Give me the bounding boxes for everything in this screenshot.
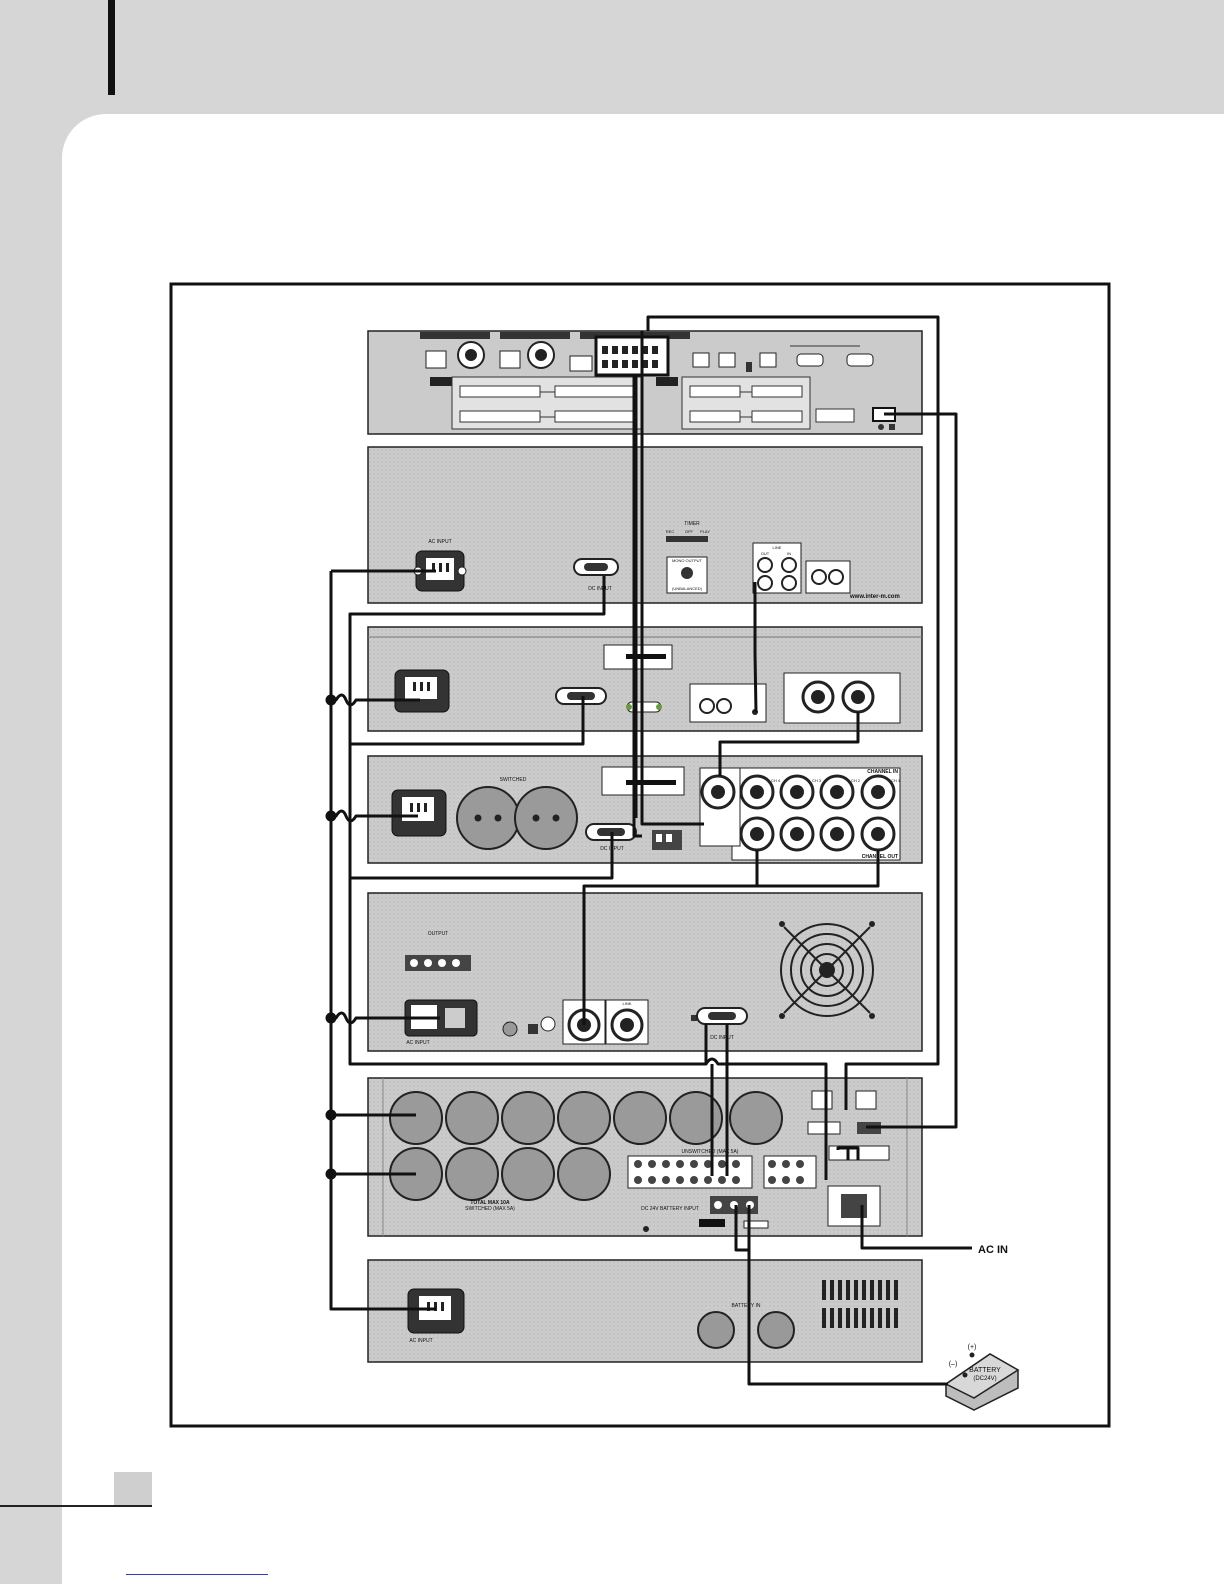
ac-input-label: AC INPUT: [406, 1040, 429, 1046]
rca-jack-icon: [757, 575, 773, 591]
dc-input-label: DC INPUT: [588, 586, 612, 592]
unit-player: AC INPUT DC INPUT TIMER REC OFF PLAY MON…: [367, 446, 923, 604]
unit-amplifier: OUTPUT AC INPUT LINK DC INPUT: [367, 892, 923, 1052]
unswitched-socket-row: [389, 1091, 783, 1145]
battery-plus-label: (+): [968, 1344, 977, 1351]
timer-play-label: PLAY: [700, 529, 710, 534]
ac-in-label: AC IN: [978, 1244, 1008, 1256]
website-label: www.inter-m.com: [849, 594, 900, 600]
battery-wire: [747, 1205, 948, 1386]
footer-link-underline[interactable]: [126, 1574, 268, 1575]
header-bar-mark: [108, 0, 115, 95]
db9-port-icon: [796, 353, 824, 367]
rca-jack-icon: [781, 575, 797, 591]
line-in-label: IN: [787, 551, 791, 556]
unit-controller: [367, 330, 923, 435]
fan-grille-icon: [780, 923, 874, 1017]
battery-terminal-icon: [757, 1311, 795, 1349]
channel-out-xlr-row: [739, 816, 896, 852]
ch2-label: CH 2: [851, 778, 861, 783]
vent-slots: [822, 1280, 898, 1328]
unswitched-label: UNSWITCHED (MAX 5A): [682, 1149, 739, 1155]
wiring: [325, 315, 972, 1386]
channel-out-label: CHANNEL OUT: [862, 854, 898, 860]
socket-outlet-icon: [456, 786, 520, 850]
page-number-tab: [114, 1472, 152, 1506]
timer-rec-label: REC: [666, 529, 675, 534]
rca-jack-icon: [757, 557, 773, 573]
ac-in-wire: [860, 1205, 972, 1250]
ac-input-label: AC INPUT: [428, 539, 451, 545]
terminal-block-icon: [594, 335, 670, 377]
ch1-label: CH 1: [891, 778, 901, 783]
ch3-label: CH 3: [812, 778, 822, 783]
ac-input-label: AC INPUT: [409, 1338, 432, 1344]
switched-outlet-label: SWITCHED: [500, 777, 527, 783]
total-max-label: TOTAL MAX 10A: [470, 1200, 510, 1206]
rj45-port-icon: [425, 350, 447, 369]
battery-minus-label: (–): [949, 1361, 958, 1368]
line-out-label: OUT: [761, 551, 770, 556]
battery-in-label: BATTERY IN: [732, 1303, 761, 1309]
mono-output-label: MONO OUTPUT: [672, 558, 703, 563]
battery-label: BATTERY: [969, 1367, 1001, 1374]
header-band: [0, 0, 1224, 118]
mono-output-sub-label: (UNBALANCED): [672, 586, 703, 591]
line-label: LINE: [773, 545, 782, 550]
dc-input-label: DC INPUT: [710, 1035, 734, 1041]
ch4-label: CH 4: [771, 778, 781, 783]
battery-icon: BATTERY (DC24V) (–) (+): [944, 1344, 1020, 1411]
unit-power-distributor: SWITCHED (MAX 5A) TOTAL MAX 10A UNSWITCH…: [367, 1077, 923, 1237]
terminal-block-icon: [627, 1155, 753, 1189]
timer-label: TIMER: [684, 521, 700, 527]
unit-mixer: SWITCHED DC INPUT: [367, 755, 923, 864]
rca-jack-icon: [781, 557, 797, 573]
unit-tuner: [367, 626, 923, 732]
dc-battery-input-label: DC 24V BATTERY INPUT: [641, 1206, 699, 1212]
socket-outlet-icon: [514, 786, 578, 850]
footer-rule: [0, 1505, 152, 1507]
switched-label: SWITCHED (MAX 5A): [465, 1206, 515, 1212]
channel-in-xlr-row: [739, 774, 896, 810]
unit-battery-charger: AC INPUT BATTERY IN: [367, 1259, 923, 1363]
timer-off-label: OFF: [685, 529, 694, 534]
channel-in-label: CHANNEL IN: [867, 769, 898, 775]
db9-port-icon: [846, 353, 874, 367]
dc-bus-wire: [348, 576, 708, 1066]
link-label: LINK: [623, 1001, 632, 1006]
switched-socket-row: [389, 1147, 611, 1201]
battery-voltage-label: (DC24V): [973, 1376, 996, 1382]
battery-terminal-icon: [697, 1311, 735, 1349]
output-label: OUTPUT: [428, 931, 449, 937]
rj45-port-icon: [499, 350, 521, 369]
